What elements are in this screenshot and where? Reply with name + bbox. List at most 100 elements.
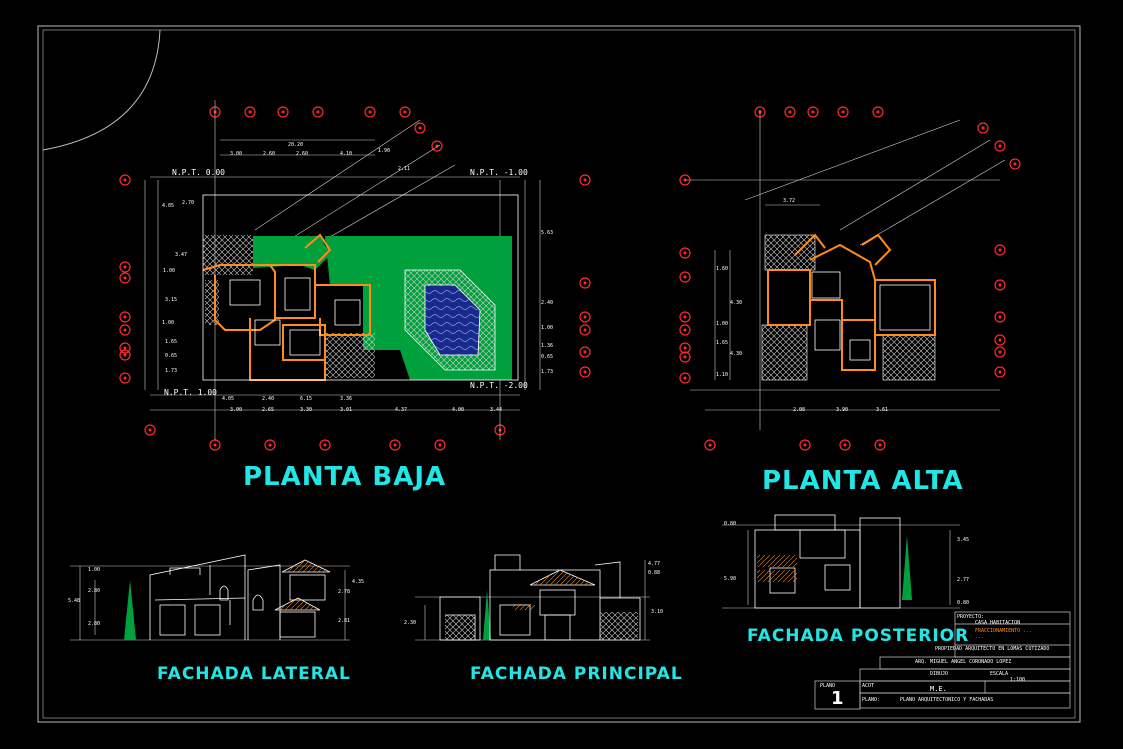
dimension-label: 2.77 xyxy=(957,577,970,583)
dimension-label: 2.30 xyxy=(404,620,417,626)
axis-marker xyxy=(364,106,376,118)
dimension-label: 1.65 xyxy=(165,339,178,345)
axis-marker-dot xyxy=(368,110,372,114)
dimension-label: 1.73 xyxy=(541,369,554,375)
axis-marker-dot xyxy=(123,315,127,319)
axis-marker xyxy=(579,366,591,378)
dimension-label: 1.00 xyxy=(716,321,729,327)
axis-marker-dot xyxy=(583,328,587,332)
axis-marker-dot xyxy=(981,126,985,130)
tb-author: MIGUEL ANGEL CORONADO LOPEZ xyxy=(930,659,1012,665)
axis-marker xyxy=(807,106,819,118)
axis-marker-dot xyxy=(811,110,815,114)
axis-marker-dot xyxy=(683,346,687,350)
axis-marker-dot xyxy=(998,338,1002,342)
axis-marker-dot xyxy=(683,328,687,332)
level-label: N.P.T. -2.00 xyxy=(470,381,528,390)
axis-marker-dot xyxy=(876,110,880,114)
axis-marker-dot xyxy=(841,110,845,114)
tb-drawn-label: DIBUJO xyxy=(930,671,949,677)
dimension-label: 3.47 xyxy=(175,252,188,258)
axis-marker xyxy=(579,174,591,186)
dimension-label: 3.01 xyxy=(340,407,353,413)
axis-marker xyxy=(144,424,156,436)
axis-marker-dot xyxy=(123,353,127,357)
dimension-label: 3.30 xyxy=(300,407,313,413)
axis-marker-dot xyxy=(998,350,1002,354)
axis-marker-dot xyxy=(123,376,127,380)
axis-marker-dot xyxy=(1013,162,1017,166)
dimension-label: 2.80 xyxy=(88,621,101,627)
tb-units-label: ACOT xyxy=(862,683,875,689)
dimension-label: 6.15 xyxy=(300,396,313,402)
dimension-label: 1.90 xyxy=(378,148,391,154)
dimension-label: 1.10 xyxy=(716,372,729,378)
axis-marker-dot xyxy=(213,443,217,447)
axis-marker xyxy=(119,272,131,284)
axis-marker xyxy=(119,372,131,384)
fachada-principal-drawing xyxy=(415,554,650,641)
dimension-label: 20.20 xyxy=(288,142,304,148)
axis-marker xyxy=(874,439,886,451)
axis-marker-dot xyxy=(683,376,687,380)
axis-marker-dot xyxy=(123,178,127,182)
dimension-label: 4.35 xyxy=(352,579,365,585)
dimension-label: 2.81 xyxy=(338,618,351,624)
axis-marker xyxy=(312,106,324,118)
dimension-label: 1.65 xyxy=(716,340,729,346)
axis-marker-dot xyxy=(683,275,687,279)
axis-marker-dot xyxy=(683,355,687,359)
axis-marker xyxy=(319,439,331,451)
axis-marker-dot xyxy=(123,346,127,350)
axis-marker xyxy=(679,311,691,323)
dimension-label: 3.15 xyxy=(165,297,178,303)
axis-marker xyxy=(679,271,691,283)
dimension-label: 2.40 xyxy=(541,300,554,306)
dimension-label: 0.65 xyxy=(165,353,178,359)
dimension-label: 0.88 xyxy=(648,570,661,576)
level-label: N.P.T. 1.00 xyxy=(164,388,217,397)
dimension-label: 1.00 xyxy=(163,268,176,274)
tb-location-1: FRACCIONAMIENTO ... xyxy=(975,628,1033,634)
axis-marker xyxy=(119,342,131,354)
axis-marker-dot xyxy=(418,126,422,130)
axis-marker-dot xyxy=(843,443,847,447)
dimension-label: 4.05 xyxy=(162,203,175,209)
axis-marker-dot xyxy=(323,443,327,447)
fachada-lateral-drawing xyxy=(70,554,350,641)
fachada-lateral-title: FACHADA LATERAL xyxy=(157,664,351,684)
dimension-label: 3.72 xyxy=(783,198,796,204)
axis-marker xyxy=(119,324,131,336)
dimension-label: 4.00 xyxy=(452,407,465,413)
dimension-label: 2.08 xyxy=(793,407,806,413)
axis-marker xyxy=(119,349,131,361)
dimension-label: 5.63 xyxy=(541,230,554,236)
axis-marker-dot xyxy=(583,281,587,285)
dimension-label: 1.00 xyxy=(162,320,175,326)
axis-marker-dot xyxy=(878,443,882,447)
axis-marker xyxy=(579,324,591,336)
dimension-label: 2.60 xyxy=(263,151,276,157)
dimension-label: 1.73 xyxy=(165,368,178,374)
planta-alta-drawing xyxy=(679,106,1021,451)
tb-sheet-number: 1 xyxy=(831,688,844,709)
axis-marker xyxy=(977,122,989,134)
tb-sheet-name-label: PLANO: xyxy=(862,697,881,703)
axis-marker xyxy=(579,277,591,289)
axis-marker-dot xyxy=(438,443,442,447)
dimension-label: 1.00 xyxy=(541,325,554,331)
dimension-label: 4.05 xyxy=(222,396,235,402)
tb-sheet-name: PLANO ARQUITECTONICO Y FACHADAS xyxy=(900,697,994,703)
dimension-label: 2.65 xyxy=(262,407,275,413)
dimension-label: 2.60 xyxy=(296,151,309,157)
planta-alta-title: PLANTA ALTA xyxy=(762,466,964,496)
dimension-label: 2.80 xyxy=(88,588,101,594)
axis-marker-dot xyxy=(803,443,807,447)
dimension-label: 5.90 xyxy=(724,576,737,582)
axis-marker xyxy=(399,106,411,118)
axis-marker xyxy=(264,439,276,451)
axis-marker-dot xyxy=(268,443,272,447)
axis-marker xyxy=(1009,158,1021,170)
dimension-label: 3.44 xyxy=(490,407,503,413)
